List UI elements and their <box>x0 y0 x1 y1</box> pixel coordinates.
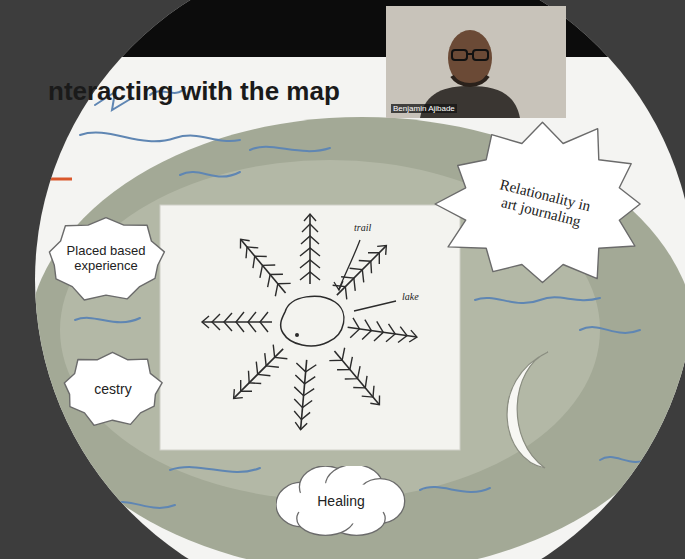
call-top-bar <box>0 0 685 57</box>
doodle <box>170 467 260 472</box>
callout-label: cestry <box>78 381 148 397</box>
callout-label: Healing <box>301 493 381 509</box>
tree-sketch <box>327 345 387 411</box>
leader-line <box>354 301 396 311</box>
doodle <box>80 133 240 142</box>
accent-line <box>48 178 72 181</box>
map-ground <box>27 117 685 559</box>
starburst-callout: Relationality in art journaling <box>430 115 655 293</box>
doodle <box>250 147 330 151</box>
glasses-lens <box>452 50 467 60</box>
glasses-bridge <box>467 53 473 55</box>
sketch-note: lake <box>400 291 421 302</box>
lake-outline <box>281 296 344 346</box>
tree-sketch <box>233 233 293 299</box>
star-callout: cestry <box>56 348 169 430</box>
tree-sketch <box>202 312 272 332</box>
star-outline <box>49 218 164 300</box>
sketch-note: trail <box>352 222 373 233</box>
callout-text: Healing <box>301 493 381 509</box>
cloud-callout: Healing <box>276 466 406 536</box>
crescent-moon <box>507 352 548 468</box>
tree-sketch <box>346 317 418 347</box>
person-head <box>448 30 492 86</box>
tree-sketch <box>300 214 320 284</box>
map-sketch <box>202 214 418 430</box>
callout-text: cestry <box>78 381 148 397</box>
sketch-paper <box>160 205 460 450</box>
callout-label: Placed based experience <box>66 244 146 274</box>
doodle <box>475 297 600 303</box>
person-beard <box>452 76 488 85</box>
star-callout: Placed based experience <box>40 213 172 305</box>
doodle <box>420 487 490 492</box>
participant-name: Benjamin Ajibade <box>391 104 457 113</box>
webcam-ground <box>386 6 566 118</box>
sketch-dot <box>295 333 299 337</box>
cloud-fill <box>294 482 388 524</box>
doodle <box>75 318 140 322</box>
callout-text: Placed based experience <box>66 244 146 274</box>
map-doodles <box>75 88 650 508</box>
tree-sketch <box>227 342 291 406</box>
star-outline <box>435 122 640 282</box>
tree-sketch <box>291 359 317 430</box>
leader-arrow <box>334 240 360 290</box>
webcam-tile <box>386 6 566 118</box>
tree-sketch <box>330 239 394 303</box>
star-outline <box>64 352 162 425</box>
person-body <box>420 86 520 118</box>
doodle <box>600 457 650 462</box>
glasses-lens <box>473 50 488 60</box>
person-glasses <box>452 50 488 60</box>
doodle <box>110 502 175 508</box>
doodle <box>580 327 640 333</box>
slide-title: nteracting with the map <box>48 76 340 107</box>
doodle <box>180 172 240 177</box>
